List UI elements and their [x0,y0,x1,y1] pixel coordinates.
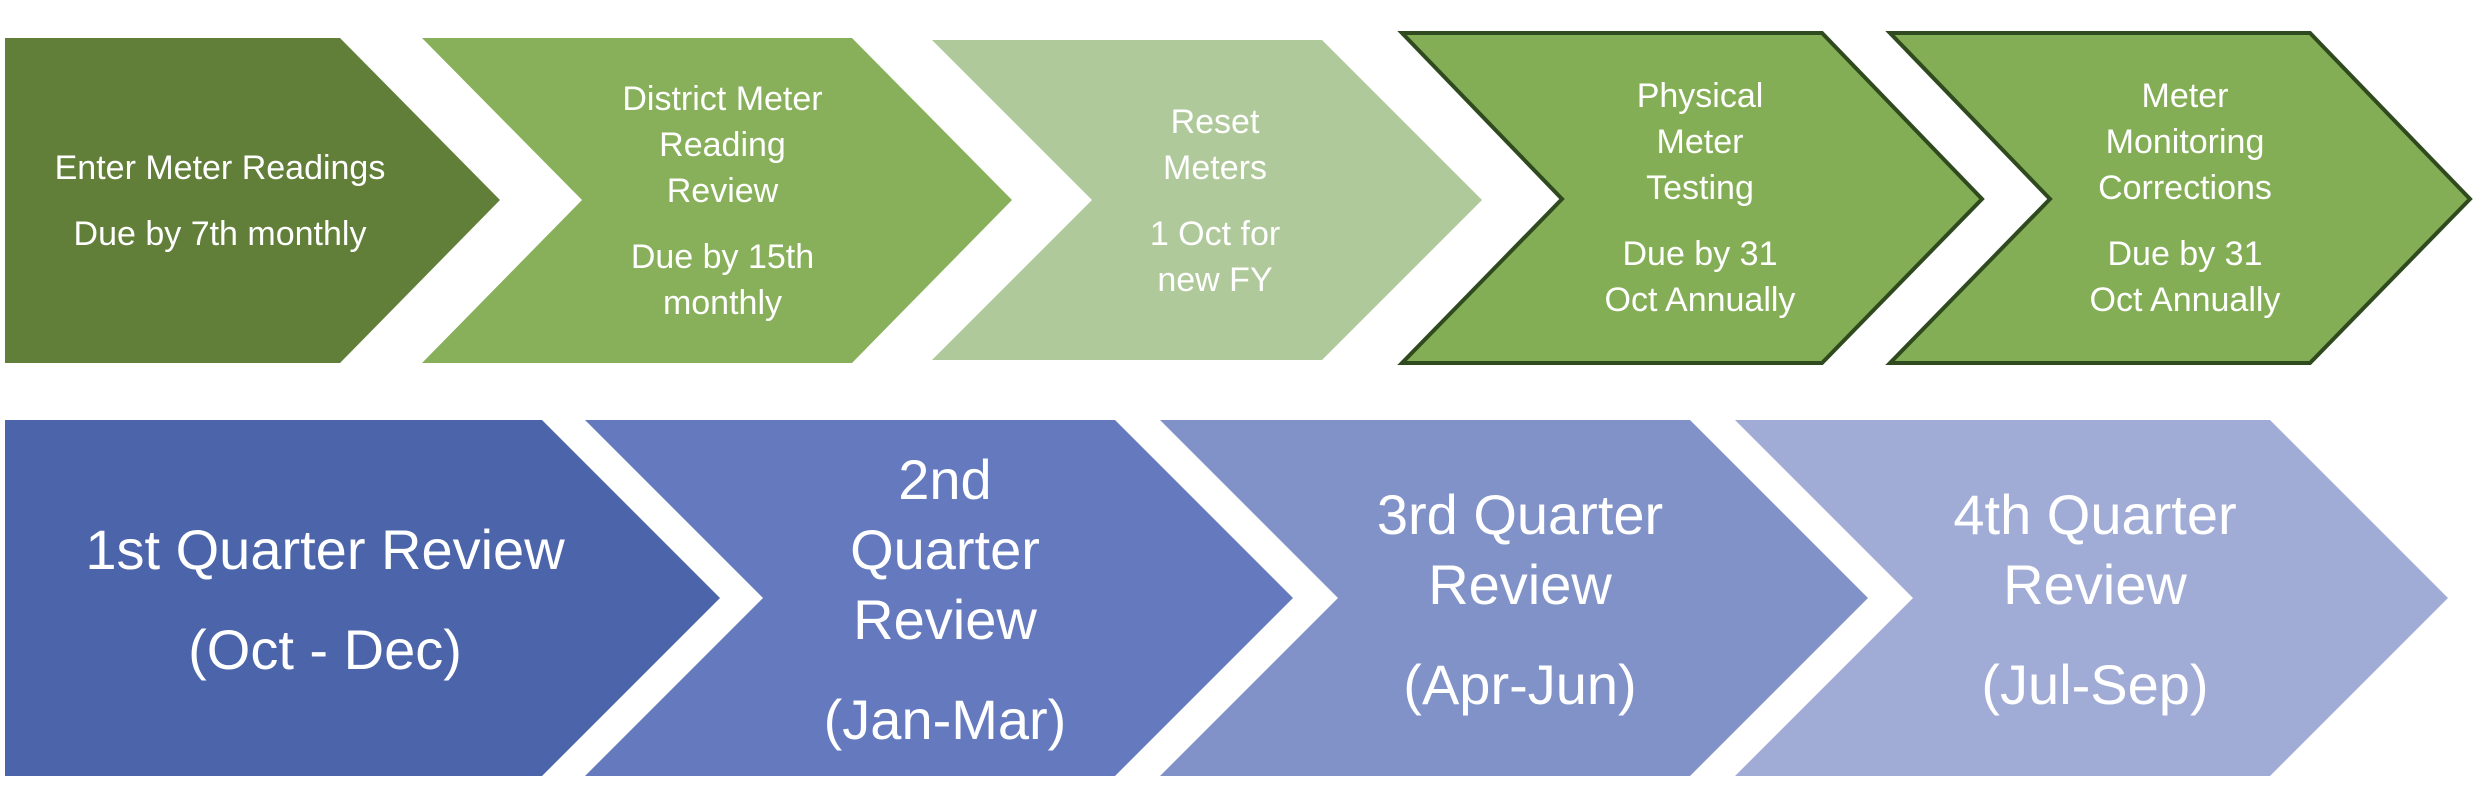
quarter-review-2-subtitle: (Jan-Mar) [823,688,1067,751]
quarter-review-2-title: 2nd Quarter Review [850,448,1040,651]
process-step-chevron-2 [422,38,1012,363]
quarter-review-chevron-1 [5,420,720,776]
quarter-review-3: 3rd Quarter Review (Apr-Jun) [1275,420,1765,780]
process-step-3-title: Reset Meters [1163,102,1267,187]
quarter-review-chevron-3 [1160,420,1868,776]
process-step-3-subtitle: 1 Oct for new FY [1149,214,1281,299]
process-step-5: Meter Monitoring Corrections Due by 31 O… [2030,33,2340,363]
process-step-1-subtitle: Due by 7th monthly [73,214,367,253]
process-step-2: District Meter Reading Review Due by 15t… [545,38,900,363]
process-step-chevron-3 [932,40,1482,360]
quarter-review-chevron-2 [585,420,1293,776]
quarter-review-chevron-4 [1735,420,2448,776]
process-step-4-title: Physical Meter Testing [1636,77,1764,207]
process-step-5-title: Meter Monitoring Corrections [2098,77,2272,207]
process-step-2-title: District Meter Reading Review [622,79,823,210]
process-step-4: Physical Meter Testing Due by 31 Oct Ann… [1540,33,1860,363]
quarter-review-4: 4th Quarter Review (Jul-Sep) [1850,420,2340,780]
quarter-review-3-subtitle: (Apr-Jun) [1403,653,1637,716]
quarter-review-2: 2nd Quarter Review (Jan-Mar) [700,420,1190,780]
process-step-chevron-5 [1885,31,2473,365]
quarter-review-1: 1st Quarter Review (Oct - Dec) [5,420,645,780]
process-step-1: Enter Meter Readings Due by 7th monthly [5,38,435,363]
quarter-review-4-title: 4th Quarter Review [1953,483,2237,616]
process-step-4-subtitle: Due by 31 Oct Annually [1604,235,1796,319]
quarter-review-4-subtitle: (Jul-Sep) [1981,653,2209,716]
process-step-chevron-1 [5,38,500,363]
quarter-review-3-title: 3rd Quarter Review [1376,483,1664,616]
quarter-review-1-subtitle: (Oct - Dec) [188,618,462,681]
quarter-reviews-row [5,420,2448,776]
quarter-review-1-title: 1st Quarter Review [85,518,565,581]
process-step-5-subtitle: Due by 31 Oct Annually [2089,235,2281,319]
process-step-2-subtitle: Due by 15th monthly [630,237,815,322]
process-step-1-title: Enter Meter Readings [54,148,386,187]
process-step-chevron-4 [1397,31,1985,365]
process-step-3: Reset Meters 1 Oct for new FY [1060,38,1370,363]
process-steps-row [5,31,2473,365]
